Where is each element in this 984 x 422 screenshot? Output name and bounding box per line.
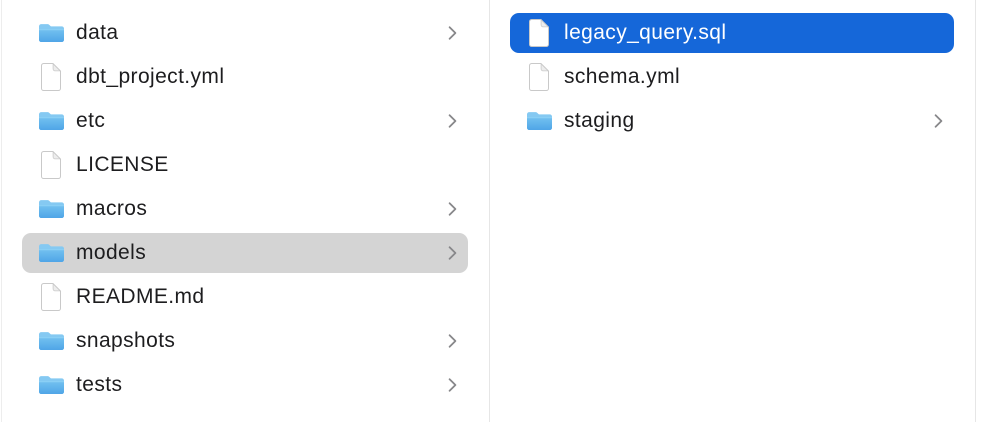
item-label: macros: [76, 197, 148, 220]
item-label: models: [76, 241, 147, 264]
chevron-right-icon: [448, 25, 457, 41]
folder-icon: [37, 110, 65, 132]
folder-icon: [37, 242, 65, 264]
file-row-schema-yml[interactable]: schema.yml: [510, 57, 954, 97]
item-label: README.md: [76, 285, 205, 308]
folder-icon: [37, 22, 65, 44]
file-icon: [525, 62, 553, 92]
file-column-models: legacy_query.sql schema.yml staging: [490, 0, 976, 422]
folder-icon: [525, 110, 553, 132]
item-label: LICENSE: [76, 153, 169, 176]
file-column-parent: data dbt_project.yml etc LICENSE: [1, 0, 490, 422]
item-label: staging: [564, 109, 635, 132]
file-icon: [37, 282, 65, 312]
folder-row-etc[interactable]: etc: [22, 101, 468, 141]
folder-row-staging[interactable]: staging: [510, 101, 954, 141]
file-icon: [37, 150, 65, 180]
item-label: dbt_project.yml: [76, 65, 225, 88]
file-row-legacy-query-sql[interactable]: legacy_query.sql: [510, 13, 954, 53]
item-label: tests: [76, 373, 123, 396]
folder-row-macros[interactable]: macros: [22, 189, 468, 229]
chevron-right-icon: [934, 113, 943, 129]
file-row-license[interactable]: LICENSE: [22, 145, 468, 185]
file-icon: [525, 18, 553, 48]
item-label: snapshots: [76, 329, 176, 352]
file-column-empty: [976, 0, 984, 422]
folder-icon: [37, 198, 65, 220]
file-row-dbt-project-yml[interactable]: dbt_project.yml: [22, 57, 468, 97]
file-row-readme-md[interactable]: README.md: [22, 277, 468, 317]
item-label: legacy_query.sql: [564, 21, 727, 44]
folder-icon: [37, 374, 65, 396]
folder-row-models[interactable]: models: [22, 233, 468, 273]
chevron-right-icon: [448, 377, 457, 393]
chevron-right-icon: [448, 333, 457, 349]
file-icon: [37, 62, 65, 92]
item-label: schema.yml: [564, 65, 681, 88]
folder-row-snapshots[interactable]: snapshots: [22, 321, 468, 361]
item-label: etc: [76, 109, 106, 132]
folder-row-data[interactable]: data: [22, 13, 468, 53]
folder-icon: [37, 330, 65, 352]
item-label: data: [76, 21, 119, 44]
chevron-right-icon: [448, 201, 457, 217]
chevron-right-icon: [448, 245, 457, 261]
chevron-right-icon: [448, 113, 457, 129]
folder-row-tests[interactable]: tests: [22, 365, 468, 405]
